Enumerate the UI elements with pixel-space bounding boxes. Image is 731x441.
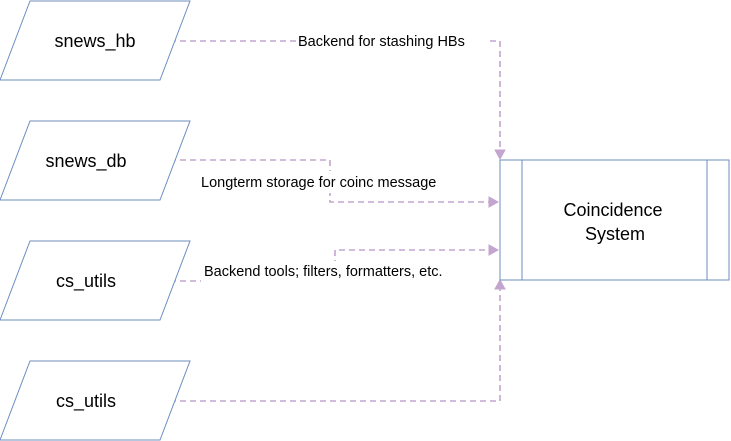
- edge-label-utils: Backend tools; filters, formatters, etc.: [204, 264, 443, 280]
- arrowhead-hb: [494, 149, 506, 161]
- node-cs-utils-2-shape: [0, 360, 191, 441]
- node-snews-db-shape: [0, 120, 191, 201]
- edge-label-bg-utils: [201, 261, 471, 283]
- node-coincidence-system: Coincidence System: [499, 159, 730, 281]
- node-cs-utils-2-label: cs_utils: [56, 391, 116, 412]
- edges: [160, 40, 506, 402]
- node-snews-hb-shape: [0, 0, 191, 81]
- node-cs-utils-1: cs_utils: [0, 240, 191, 321]
- coincidence-system-box: [499, 159, 730, 281]
- node-cs-utils-2: cs_utils: [0, 360, 191, 441]
- coincidence-system-label-line2: System: [585, 224, 645, 244]
- edge-label-db: Longterm storage for coinc message: [201, 175, 436, 191]
- node-snews-hb: snews_hb: [0, 0, 191, 81]
- coincidence-system-label-line1: Coincidence: [563, 200, 662, 220]
- edge-label-bg-hb: [296, 31, 486, 51]
- input-nodes: snews_hb snews_db cs_utils cs_utils: [0, 0, 191, 441]
- node-snews-db: snews_db: [0, 120, 191, 201]
- edge-snews-hb: [160, 40, 501, 150]
- edge-cs-utils-2: [160, 289, 501, 402]
- edge-label-bg-db: [198, 171, 464, 193]
- arrowhead-db: [488, 196, 500, 208]
- node-cs-utils-1-shape: [0, 240, 191, 321]
- arrowhead-utils-1: [488, 244, 500, 256]
- edge-label-hb: Backend for stashing HBs: [298, 34, 465, 50]
- edge-labels: Backend for stashing HBs Longterm storag…: [198, 31, 486, 283]
- node-snews-hb-label: snews_hb: [54, 31, 135, 52]
- arrowhead-utils-2: [494, 278, 506, 290]
- node-snews-db-label: snews_db: [45, 151, 126, 172]
- node-cs-utils-1-label: cs_utils: [56, 271, 116, 292]
